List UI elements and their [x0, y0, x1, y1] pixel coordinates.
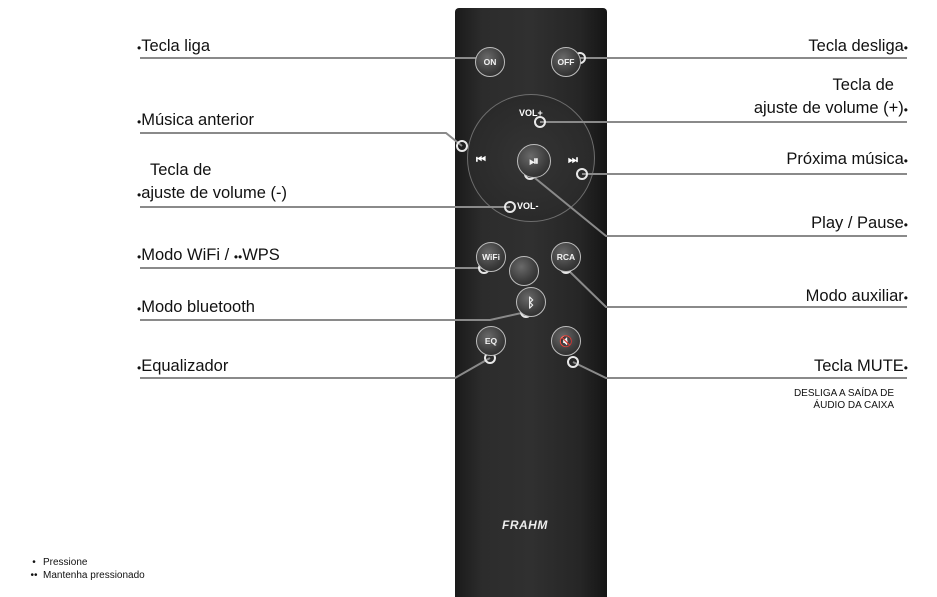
off-button[interactable]: OFF	[551, 47, 581, 77]
next-track-icon[interactable]: ⏭	[568, 154, 578, 166]
label-next: Próxima música•	[786, 150, 908, 168]
legend-press: •Pressione	[32, 557, 88, 568]
vol-minus-icon[interactable]: VOL-	[517, 201, 539, 211]
label-wifi: •Modo WiFi / ••WPS	[137, 246, 280, 264]
label-rca: Modo auxiliar•	[805, 287, 908, 305]
label-prev: •Música anterior	[137, 111, 254, 129]
line-eq	[140, 357, 491, 379]
label-on: •Tecla liga	[137, 37, 210, 55]
line-mute	[572, 361, 907, 379]
label-vol-plus: ajuste de volume (+)•	[753, 99, 908, 117]
mute-note: DESLIGA A SAÍDA DE ÁUDIO DA CAIXA	[793, 388, 894, 411]
eq-button[interactable]: EQ	[476, 326, 506, 356]
line-play	[529, 173, 907, 237]
label-mute: Tecla MUTE•	[813, 357, 908, 375]
line-prev	[140, 132, 463, 147]
legend-hold: ••Mantenha pressionado	[30, 570, 145, 581]
on-button[interactable]: ON	[475, 47, 505, 77]
label-vol-plus-line1: Tecla de	[832, 76, 894, 94]
previous-track-icon[interactable]: ⏮	[476, 154, 486, 166]
label-off: Tecla desliga•	[808, 37, 908, 55]
label-vol-minus-line1: Tecla de	[150, 161, 212, 179]
mute-button[interactable]: 🔇	[551, 326, 581, 356]
line-rca	[565, 267, 907, 308]
label-bluetooth: •Modo bluetooth	[137, 298, 255, 316]
vol-plus-icon[interactable]: VOL+	[519, 108, 543, 118]
rca-button[interactable]: RCA	[551, 242, 581, 272]
label-vol-minus: •ajuste de volume (-)	[137, 184, 288, 202]
label-play-pause: Play / Pause•	[811, 214, 908, 232]
brand-logo: FRAHM	[502, 518, 548, 532]
rca-button-placeholder	[509, 256, 539, 286]
line-bt	[140, 311, 527, 321]
wifi-button[interactable]: WiFi	[476, 242, 506, 272]
label-eq: •Equalizador	[137, 357, 229, 375]
play-pause-button[interactable]: ⏯	[517, 144, 551, 178]
bluetooth-button[interactable]: ᛒ	[516, 287, 546, 317]
